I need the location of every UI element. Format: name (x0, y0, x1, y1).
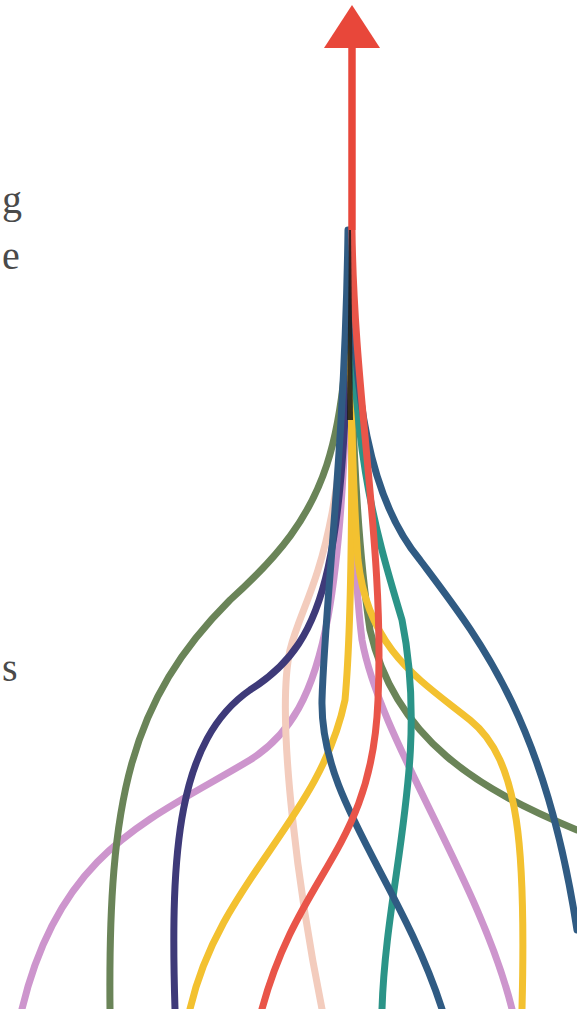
olive-line (350, 240, 577, 830)
red-line (262, 44, 379, 1009)
blue-line (350, 230, 577, 930)
cropped-letter: g (2, 180, 22, 220)
blue-line (322, 230, 442, 1009)
cropped-letter: e (2, 236, 20, 276)
cropped-letter: s (2, 648, 18, 688)
convergence-streak (347, 230, 353, 420)
red-line (349, 44, 356, 230)
arrowhead (324, 5, 380, 48)
pink-line (22, 240, 350, 1009)
